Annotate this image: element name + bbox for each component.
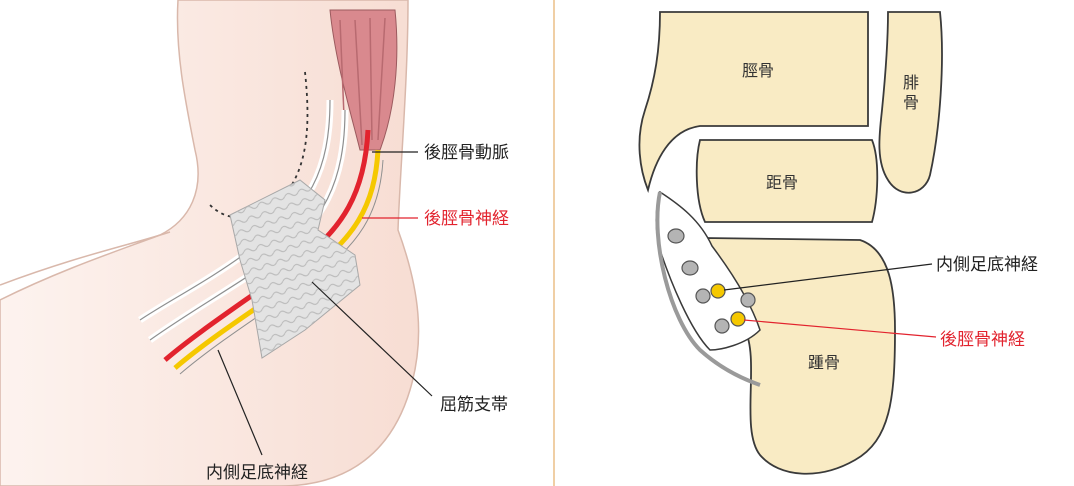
foot-sole-contour (0, 231, 171, 286)
label-tibia: 脛骨 (742, 61, 774, 80)
label-fibula-1: 腓 (903, 73, 919, 92)
foot-skin (0, 0, 420, 486)
calcaneus-bone (703, 237, 896, 475)
tendon-cross-sections (667, 228, 756, 334)
tibia-bone (638, 11, 869, 193)
left-panel-ankle-medial-view: 後脛骨動脈 後脛骨神経 屈筋支帯 内側足底神経 (0, 0, 509, 486)
talus-bone (695, 139, 879, 223)
label-tibial-nerve-right: 後脛骨神経 (940, 330, 1025, 350)
tibial-nerve-section (730, 311, 746, 327)
medial-plantar-nerve-section (710, 283, 726, 299)
retinaculum-section (655, 191, 761, 387)
fibula-bone (878, 11, 943, 194)
label-medial-plantar-nerve-right: 内側足底神経 (936, 255, 1038, 275)
label-calcaneus: 踵骨 (808, 353, 840, 372)
label-talus: 距骨 (766, 173, 798, 192)
right-panel-ankle-cross-section: 脛骨 腓 骨 距骨 踵骨 内側足底神経 後脛骨神経 (638, 11, 1038, 475)
label-fibula-2: 骨 (903, 93, 919, 112)
label-medial-plantar-nerve-left: 内側足底神経 (206, 463, 308, 483)
label-flexor-retinaculum: 屈筋支帯 (440, 395, 508, 415)
label-posterior-tibial-artery: 後脛骨動脈 (424, 143, 509, 163)
label-tibial-nerve-left: 後脛骨神経 (424, 209, 509, 229)
